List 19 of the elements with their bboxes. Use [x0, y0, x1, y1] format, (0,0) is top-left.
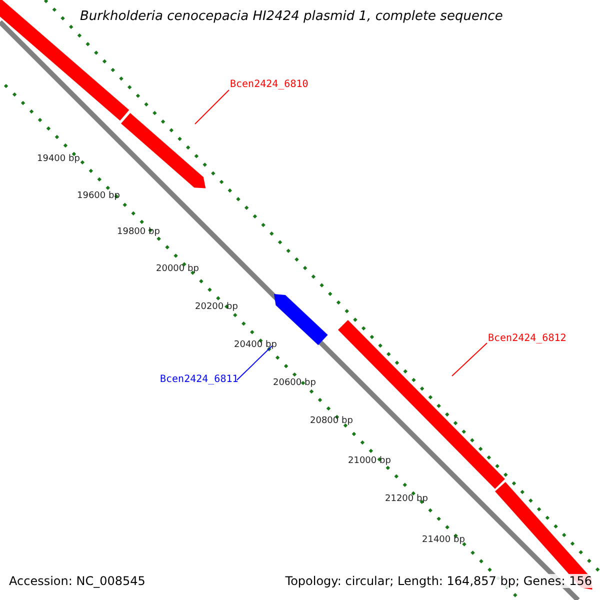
scale-label: 19400 bp — [37, 154, 80, 164]
gene-label: Bcen2424_6812 — [488, 333, 566, 344]
scale-label: 20000 bp — [156, 264, 199, 274]
scale-label: 21000 bp — [348, 456, 391, 466]
sequence-info-text: Topology: circular; Length: 164,857 bp; Genes: 156 — [285, 574, 592, 588]
scale-label: 21400 bp — [422, 535, 465, 545]
gene-label: Bcen2424_6811 — [160, 374, 238, 385]
scale-label: 20800 bp — [310, 416, 353, 426]
accession-text: Accession: NC_008545 — [9, 574, 146, 588]
title-text: Burkholderia cenocepacia HI2424 plasmid 1, complete sequence — [80, 9, 503, 24]
leader-line — [452, 342, 488, 376]
gene-label: Bcen2424_6810 — [230, 79, 308, 90]
scale-label: 20200 bp — [195, 302, 238, 312]
scale-label: 19600 bp — [77, 191, 120, 201]
leader-line — [194, 90, 230, 124]
leader-line — [236, 346, 272, 380]
scale-label: 19800 bp — [117, 227, 160, 237]
scale-label: 20400 bp — [234, 340, 277, 350]
scale-label: 20600 bp — [273, 378, 316, 388]
